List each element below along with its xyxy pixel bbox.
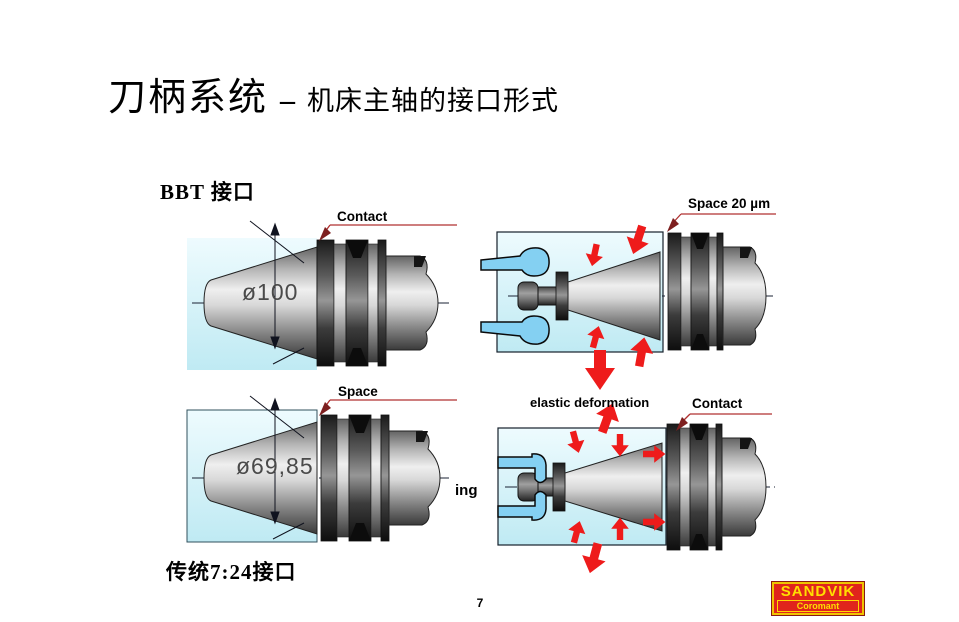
logo-brand-text: SANDVIK xyxy=(780,583,856,600)
holder-body xyxy=(388,430,441,526)
diagram-bbt-contact: ø100 Contact xyxy=(187,209,457,370)
holder-body xyxy=(722,246,767,346)
callout-line xyxy=(679,413,772,425)
diagram-724-space: ø69,85 Space xyxy=(186,384,457,543)
callout-arrowhead xyxy=(319,227,331,241)
flange xyxy=(316,239,387,367)
diameter-dimension: ø100 xyxy=(242,279,298,305)
keyway-notch xyxy=(416,431,428,442)
page-number: 7 xyxy=(476,596,484,610)
sandvik-coromant-logo: SANDVIK Coromant xyxy=(772,582,864,615)
flange xyxy=(667,232,724,351)
elastic-deformation-label: elastic deformation xyxy=(530,395,649,410)
title-subtitle: 机床主轴的接口形式 xyxy=(307,86,560,116)
space-20um-callout: Space 20 µm xyxy=(688,196,770,211)
dimension-lines xyxy=(249,395,305,540)
title-dash: – xyxy=(280,84,296,117)
transition-down-arrow xyxy=(585,350,615,390)
taper-shank xyxy=(203,421,318,535)
diagram-elastic-contact: Contact elastic deformation ing xyxy=(455,395,775,577)
flange xyxy=(320,414,390,542)
taper-shank xyxy=(564,442,663,532)
taper-shank xyxy=(203,246,318,360)
gripper-fingers xyxy=(480,247,550,345)
traditional-724-label: 传统7:24接口 xyxy=(166,560,297,584)
contact-callout: Contact xyxy=(692,396,743,411)
dimension-lines xyxy=(249,220,305,365)
taper-shank xyxy=(567,251,661,341)
callout-arrowhead xyxy=(667,218,679,232)
callout-line xyxy=(321,224,457,237)
callout-arrowhead xyxy=(319,402,331,416)
gripper-fingers xyxy=(497,453,547,521)
page-title: 刀柄系统 – 机床主轴的接口形式 xyxy=(108,66,559,121)
logo-subbrand-text: Coromant xyxy=(777,600,859,612)
keyway-notch xyxy=(414,256,426,267)
keyway-notch xyxy=(740,438,752,449)
title-main: 刀柄系统 xyxy=(108,77,269,119)
bbt-interface-label: BBT 接口 xyxy=(160,180,255,204)
diameter-dimension: ø69,85 xyxy=(236,453,314,479)
holder-body xyxy=(721,437,767,537)
contact-callout: Contact xyxy=(337,209,388,224)
shank-collar xyxy=(552,462,566,512)
space-callout: Space xyxy=(338,384,378,399)
flange xyxy=(666,423,723,551)
holder-body xyxy=(385,255,439,351)
shank-collar xyxy=(555,271,569,321)
diagram-clamped-space: Space 20 µm xyxy=(480,196,776,369)
callout-line xyxy=(321,399,457,412)
keyway-notch xyxy=(740,247,752,258)
clipped-text-fragment: ing xyxy=(455,482,478,499)
callout-line xyxy=(670,213,776,226)
